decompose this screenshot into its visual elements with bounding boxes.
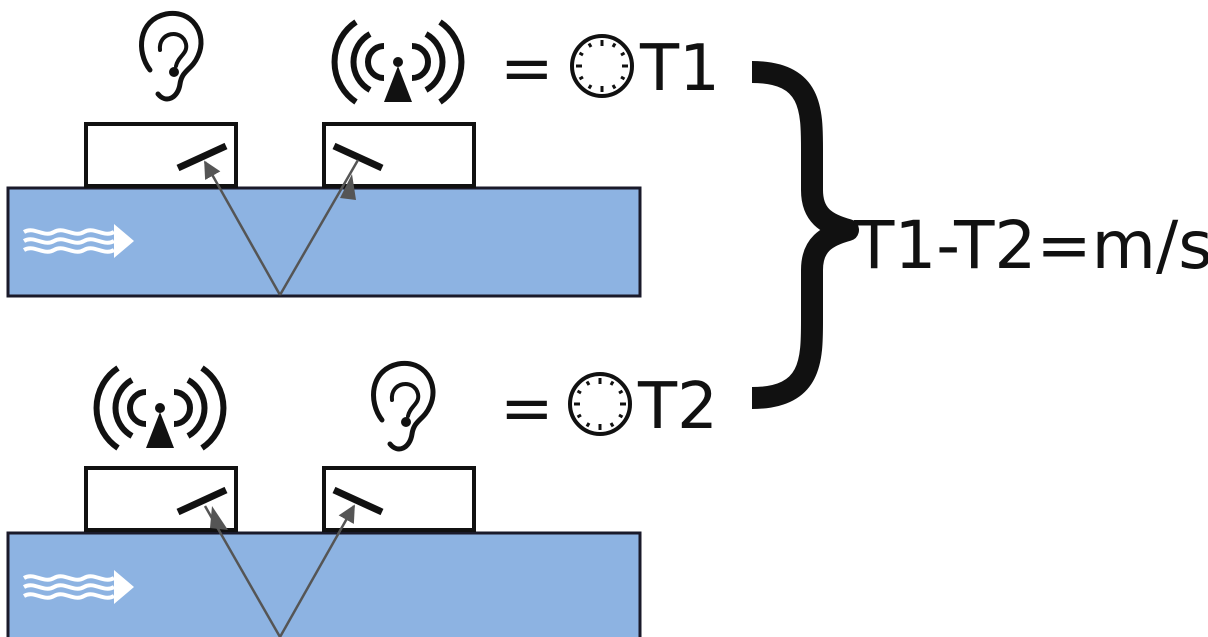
upper-ear-icon: [142, 13, 201, 99]
lower-time-label: T2: [637, 370, 718, 444]
lower-pipe: [6, 531, 642, 637]
lower-ear-icon: [374, 363, 433, 449]
upper-right-crystal: [332, 142, 384, 172]
lower-assembly: = T2: [6, 363, 718, 637]
curly-brace: [751, 61, 859, 409]
upper-beam-down: [278, 159, 360, 296]
lower-emit-arrow: [210, 506, 228, 530]
lower-equals: =: [500, 372, 554, 446]
upper-assembly: = T1: [6, 13, 720, 298]
upper-left-crystal: [176, 142, 228, 172]
formula-label: T1-T2=m/s: [853, 207, 1208, 284]
lower-clock-icon: [568, 372, 632, 436]
upper-clock-icon: [570, 34, 634, 98]
upper-beam-up: [203, 160, 282, 296]
lower-right-crystal: [332, 486, 384, 516]
upper-equals: =: [500, 32, 554, 106]
upper-time-label: T1: [639, 32, 720, 106]
upper-emit-arrow: [340, 174, 356, 200]
lower-left-crystal: [176, 486, 228, 516]
upper-transmitter-icon: [335, 22, 462, 102]
lower-beam-up: [278, 504, 356, 637]
lower-transmitter-icon: [97, 368, 224, 448]
